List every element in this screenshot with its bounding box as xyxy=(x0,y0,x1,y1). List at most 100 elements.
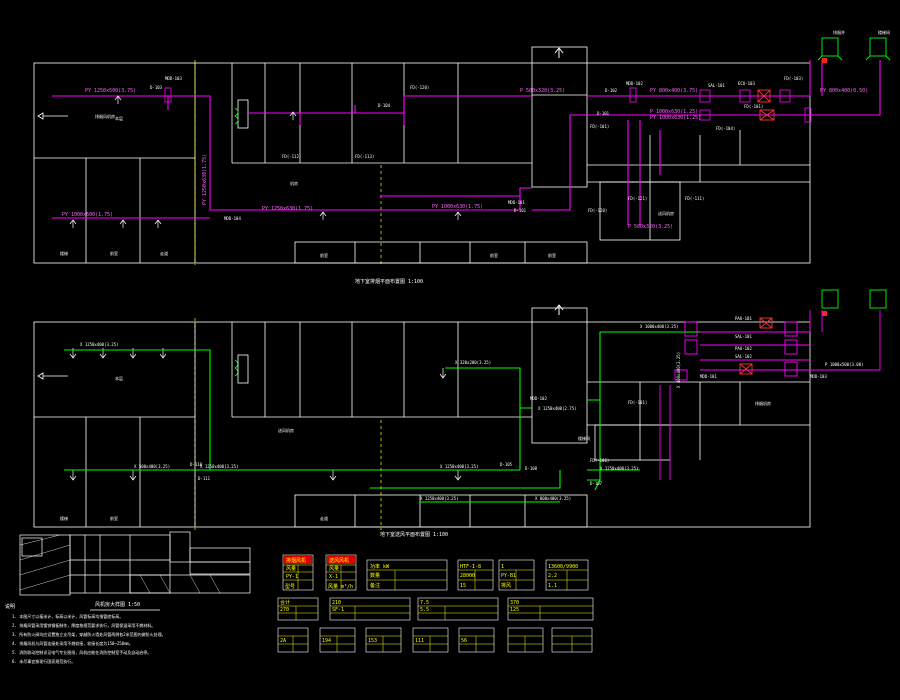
duct-size-label: P 1000x500(3.00) xyxy=(825,362,864,367)
table-cell: 28000 xyxy=(460,573,475,579)
supply-duct-network xyxy=(64,331,700,503)
equipment-tag: D-107 xyxy=(590,481,603,486)
equipment-tag: SAL-101 xyxy=(735,334,752,339)
notes-line: 6. 未尽事宜按现行国家规范执行。 xyxy=(12,658,75,664)
equipment-tag: MDD-103 xyxy=(165,76,182,81)
room-label: 前室 xyxy=(490,252,498,258)
equipment-tag: SAL-102 xyxy=(735,354,752,359)
equipment-tag: FD(-101) xyxy=(744,104,763,109)
equipment-tag: D-108 xyxy=(525,466,538,471)
equipment-tag: FD(-111) xyxy=(685,196,704,201)
room-label: 排烟风机房 xyxy=(95,113,115,119)
table-cell: 备注 xyxy=(370,582,380,589)
room-label: 楼梯间 xyxy=(578,435,590,441)
table-cell: 125 xyxy=(510,607,519,613)
exhaust-dampers xyxy=(164,87,812,123)
duct-size-label: PY 1250x630(1.75) xyxy=(202,154,208,205)
equipment-tag: D-105 xyxy=(500,462,513,467)
table-cell: 1.1 xyxy=(548,583,557,589)
duct-size-label: PY 1000x630(1.25) xyxy=(650,115,701,121)
room-label: 排烟机房 xyxy=(755,400,771,406)
duct-size-label: X 400x400(2.25) xyxy=(676,352,681,388)
equipment-tag: PAU-101 xyxy=(735,316,752,321)
room-label: 前室 xyxy=(548,252,556,258)
room-label: 楼梯 xyxy=(60,250,68,256)
duct-size-label: P 500x320(3.25) xyxy=(520,88,565,94)
plan-bottom xyxy=(33,307,811,528)
exhaust-duct-network xyxy=(52,60,881,225)
equipment-tag: MDD-103 xyxy=(810,374,827,379)
equipment-tag: MDD-104 xyxy=(224,216,241,221)
duct-size-label: P 500x320(3.25) xyxy=(628,224,673,230)
equipment-tag: FD(-113) xyxy=(355,154,374,159)
equipment-tag: FD(-101) xyxy=(628,400,647,405)
table-cell: 1 xyxy=(501,564,504,570)
table-cell: 型号 xyxy=(285,583,295,590)
equipment-tag: ECU-103 xyxy=(738,81,755,86)
equipment-tables xyxy=(277,554,594,653)
table-cell: 153 xyxy=(368,638,377,644)
table-cell: SF-1 xyxy=(332,607,344,613)
room-label: 楼梯间 xyxy=(878,29,890,35)
fire-damper-icon xyxy=(757,89,775,121)
table-cell: 合计 xyxy=(280,599,290,606)
table-header: 风量 xyxy=(286,565,296,572)
exhaust-shaft-icon xyxy=(817,37,891,309)
duct-size-label: PY 1250x500(3.75) xyxy=(85,88,136,94)
room-label: 排烟井 xyxy=(833,29,845,35)
duct-size-label: X 1250x400(2.75) xyxy=(538,406,577,411)
notes-line: 1. 本图尺寸以毫米计，标高以米计，风管标高均指管底标高。 xyxy=(12,613,123,619)
table-cell: 5.5 xyxy=(420,607,429,613)
drawing-labels: PY 1250x500(3.75) PY 1250x630(1.75) PY 100… xyxy=(60,29,890,644)
equipment-tag: FD(-121) xyxy=(628,196,647,201)
room-label: 送风机房 xyxy=(278,427,294,433)
supply-units xyxy=(659,310,881,480)
table-cell: 2.2 xyxy=(548,573,557,579)
table-header: PY-1 xyxy=(286,574,298,580)
room-label: 前室 xyxy=(320,252,328,258)
duct-size-label: X 1250x400(3.25) xyxy=(440,464,479,469)
table-cell: 194 xyxy=(322,638,331,644)
table-cell: 370 xyxy=(510,600,519,606)
equipment-tag: FD(-112) xyxy=(282,154,301,159)
duct-size-label: X 1000x400(3.25) xyxy=(640,324,679,329)
equipment-tag: D-102 xyxy=(605,88,618,93)
equipment-tag: FD(-101) xyxy=(590,124,609,129)
table-cell: 111 xyxy=(415,638,424,644)
fire-damper-icon xyxy=(739,317,773,375)
arrow-up-icon xyxy=(69,47,564,315)
arrow-left-icon xyxy=(37,112,68,380)
table-cell: 数量 xyxy=(370,572,380,579)
table-cell: 风量 m³/h xyxy=(328,583,353,590)
table-cell: PY-B1 xyxy=(501,573,516,579)
notes-line: 3. 所有防火阀均应设置独立支吊架，穿越防火墙处风管两侧各2米范围内做防火处理。 xyxy=(12,631,166,637)
equipment-tag: FD(-103) xyxy=(784,76,803,81)
notes-line: 5. 消防联动控制详见电气专业图纸，风机应能在消防控制室手动及自动启停。 xyxy=(12,649,151,655)
table-cell: 7.5 xyxy=(420,600,429,606)
table-header: X-1 xyxy=(329,574,338,580)
notes-line: 4. 排烟风机与风管连接处采用不燃软接，软接长度为150~250mm。 xyxy=(12,640,133,646)
room-label: 前室 xyxy=(110,515,118,521)
equipment-tag: MDD-101 xyxy=(700,374,717,379)
equipment-tag: PAU-102 xyxy=(735,346,752,351)
equipment-tag: D-111 xyxy=(198,476,211,481)
plan-bottom-caption: 地下室送风平面布置图 1:100 xyxy=(380,531,448,538)
equipment-tag: D-104 xyxy=(378,103,391,108)
fan-room-detail xyxy=(19,531,251,611)
duct-size-label: PY 800x400(3.75) xyxy=(650,88,698,94)
equipment-tag: D-103 xyxy=(150,85,163,90)
duct-size-label: X 1250x400(3.25) xyxy=(420,496,459,501)
equipment-tag: D-110 xyxy=(190,462,203,467)
plan-top-caption: 地下室排烟平面布置图 1:100 xyxy=(355,278,423,285)
equipment-tag: D-101 xyxy=(597,111,610,116)
notes-heading: 说明 xyxy=(5,603,15,610)
equipment-tag: FD(-120) xyxy=(588,208,607,213)
duct-size-label: X 800x400(3.25) xyxy=(535,496,571,501)
duct-size-label: X 1250x400(3.25) xyxy=(80,342,119,347)
room-label: 送风机房 xyxy=(658,210,674,216)
duct-size-label: PY 1250x630(1.75) xyxy=(262,206,313,212)
table-cell: 13600/9900 xyxy=(548,564,578,570)
equipment-tag: MDD-102 xyxy=(626,81,643,86)
table-cell: 2A xyxy=(280,638,286,644)
